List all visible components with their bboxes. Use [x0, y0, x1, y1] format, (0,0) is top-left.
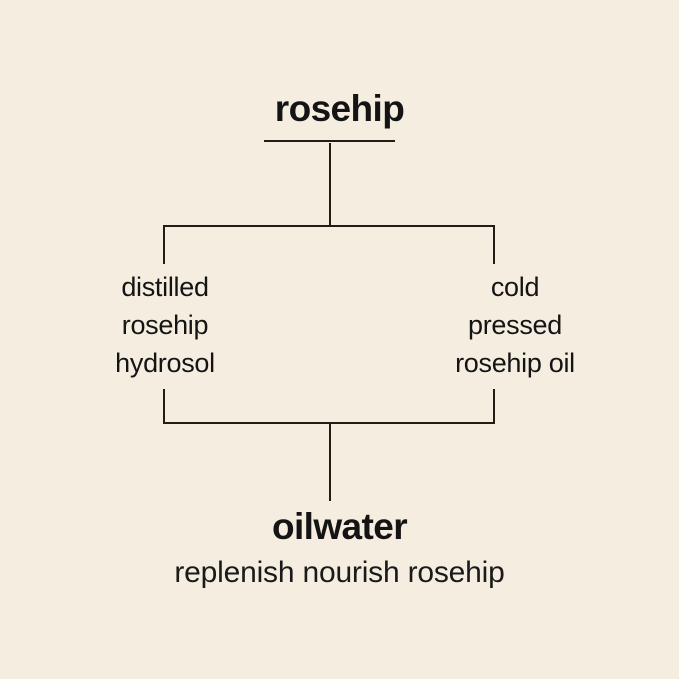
connector-right-branch-drop	[493, 225, 495, 264]
branch-left-label: distilled rosehip hydrosol	[115, 272, 215, 378]
root-node-underline	[264, 140, 395, 142]
root-node-label: rosehip	[274, 88, 405, 129]
result-tagline: replenish nourish rosehip	[174, 556, 505, 589]
result-node-label: oilwater	[271, 506, 408, 547]
branch-right-label: cold pressed rosehip oil	[455, 272, 575, 378]
connector-root-stem	[329, 143, 331, 227]
connector-split-bar	[163, 225, 495, 227]
connector-right-branch-riser	[493, 389, 495, 424]
connector-result-stem	[329, 422, 331, 501]
connector-left-branch-drop	[163, 225, 165, 264]
connector-left-branch-riser	[163, 389, 165, 424]
